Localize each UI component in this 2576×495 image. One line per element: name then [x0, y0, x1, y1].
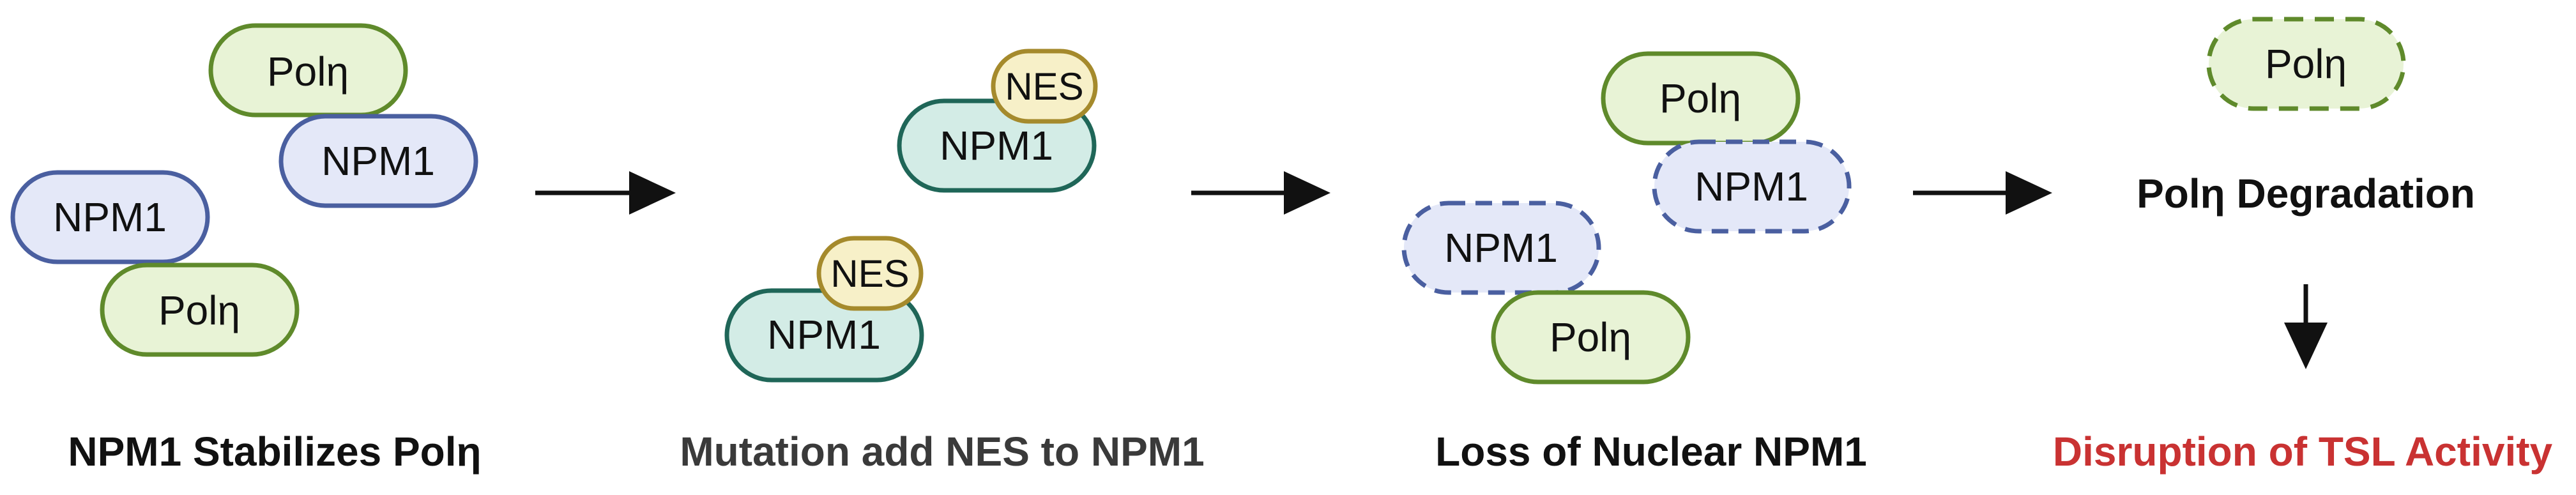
arrow-right: [1913, 171, 2052, 215]
svg-text:Polη: Polη: [267, 49, 349, 95]
nes-tag: NES: [816, 236, 924, 311]
poleta-degradation-label: Polη Degradation: [2137, 171, 2475, 217]
svg-text:Polη: Polη: [158, 287, 240, 333]
svg-text:NPM1: NPM1: [767, 312, 881, 358]
npm1-absent-protein: NPM1: [1652, 139, 1852, 234]
poleta-protein: Polη: [208, 23, 408, 118]
poleta-degraded-protein: Polη: [2206, 17, 2406, 111]
svg-text:NPM1: NPM1: [940, 123, 1053, 169]
npm1-protein: NPM1: [10, 170, 210, 264]
npm1-absent-protein: NPM1: [1401, 201, 1601, 295]
arrow-right: [535, 171, 676, 215]
poleta-protein: Polη: [100, 263, 300, 357]
panel-3-complexes: Polη NPM1 NPM1 Polη: [1401, 51, 1852, 385]
panel-4-outcome: Polη: [2206, 17, 2406, 369]
svg-text:NPM1: NPM1: [1444, 225, 1558, 271]
svg-text:NPM1: NPM1: [53, 194, 167, 240]
arrow-right: [1191, 171, 1330, 215]
svg-text:Polη: Polη: [1550, 314, 1631, 360]
svg-text:NPM1: NPM1: [1695, 164, 1808, 209]
svg-text:NES: NES: [830, 252, 909, 295]
panel-2-complexes: NPM1 NES NPM1 NES: [724, 49, 1098, 383]
panel-4-label: Disruption of TSL Activity: [2052, 429, 2553, 475]
panel-1-complexes: Polη NPM1 NPM1 Polη: [10, 23, 478, 357]
arrow-down: [2284, 284, 2328, 369]
panel-3-label: Loss of Nuclear NPM1: [1435, 429, 1867, 475]
svg-text:NES: NES: [1005, 65, 1083, 108]
svg-text:Polη: Polη: [2265, 41, 2347, 87]
panel-1-label: NPM1 Stabilizes Polη: [68, 429, 482, 475]
svg-text:Polη: Polη: [1659, 75, 1741, 121]
svg-text:NPM1: NPM1: [321, 138, 435, 184]
npm1-protein: NPM1: [278, 114, 478, 208]
nes-tag: NES: [991, 49, 1098, 124]
poleta-protein: Polη: [1491, 290, 1691, 385]
poleta-protein: Polη: [1601, 51, 1801, 146]
panel-2-label: Mutation add NES to NPM1: [680, 429, 1205, 475]
